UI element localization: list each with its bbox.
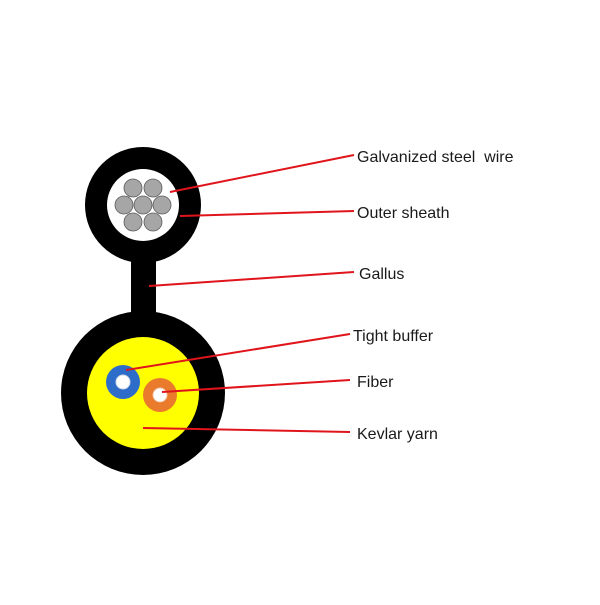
steel-strand bbox=[143, 178, 163, 198]
label-tight-buffer: Tight buffer bbox=[353, 328, 434, 345]
leader-line-fiber bbox=[161, 379, 351, 393]
label-galvanized-steel-wire: Galvanized steel wire bbox=[357, 149, 514, 166]
leader-line-kevlar-yarn bbox=[142, 427, 351, 433]
kevlar-yarn-area bbox=[87, 337, 199, 449]
leader-line-tight-buffer bbox=[125, 333, 351, 371]
leader-line-outer-sheath bbox=[179, 210, 355, 217]
steel-strand bbox=[123, 212, 143, 232]
label-kevlar-yarn: Kevlar yarn bbox=[357, 426, 438, 443]
steel-strands bbox=[114, 178, 172, 232]
steel-strand bbox=[133, 195, 153, 215]
label-gallus: Gallus bbox=[359, 266, 404, 283]
leader-lines bbox=[125, 154, 355, 433]
steel-strand bbox=[114, 195, 134, 215]
leader-line-steel-wire bbox=[169, 154, 355, 193]
steel-strand bbox=[123, 178, 143, 198]
labels: Galvanized steel wire Outer sheath Gallu… bbox=[353, 149, 514, 443]
label-outer-sheath: Outer sheath bbox=[357, 205, 450, 222]
label-fiber: Fiber bbox=[357, 374, 394, 391]
steel-strand bbox=[143, 212, 163, 232]
steel-strand bbox=[152, 195, 172, 215]
fiber-core-orange bbox=[152, 387, 168, 403]
gallus-neck bbox=[131, 258, 156, 318]
fiber-unit-section bbox=[61, 311, 225, 475]
fiber-core-blue bbox=[115, 374, 131, 390]
leader-line-gallus bbox=[148, 271, 355, 287]
messenger-section bbox=[85, 147, 201, 263]
